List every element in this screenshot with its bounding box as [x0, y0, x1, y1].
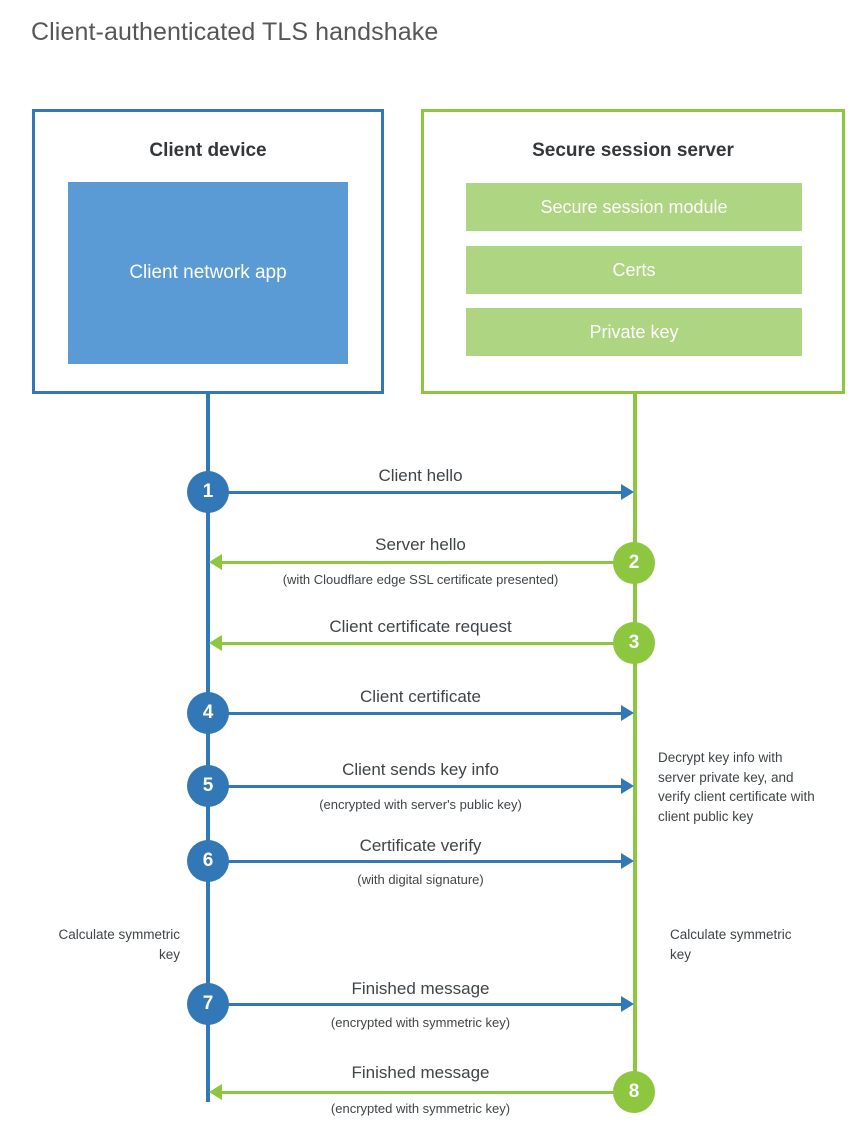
step-3-arrow-line [222, 642, 633, 645]
page-title: Client-authenticated TLS handshake [31, 18, 439, 46]
step-5-sublabel: (encrypted with server's public key) [319, 797, 522, 812]
step-4-label: Client certificate [360, 687, 481, 706]
step-2-sublabel: (with Cloudflare edge SSL certificate pr… [282, 572, 559, 587]
client-network-app-block: Client network app [68, 182, 348, 364]
step-8-arrow-line [222, 1091, 633, 1094]
step-6-label: Certificate verify [359, 836, 482, 855]
step-2-arrow-line [222, 561, 633, 564]
server-decrypt-annotation: Decrypt key info with server private key… [658, 750, 815, 824]
step-7-label: Finished message [351, 979, 490, 998]
server-item-private-key: Private key [466, 308, 802, 356]
step-8-arrow-head-left-icon [209, 1084, 222, 1100]
server-lifeline [633, 394, 637, 1094]
step-4-arrow-line [210, 712, 623, 715]
client-calculate-symmetric-key-annotation: Calculate symmetric key [58, 927, 180, 962]
server-calculate-symmetric-key-annotation: Calculate symmetric key [670, 927, 792, 962]
step-5-circle[interactable]: 5 [187, 765, 229, 807]
server-item-certs: Certs [466, 246, 802, 294]
step-2-arrow-head-left-icon [209, 554, 222, 570]
step-1-arrow-head-right-icon [621, 484, 634, 500]
step-5-arrow-line [210, 785, 623, 788]
step-2-circle[interactable]: 2 [613, 542, 655, 584]
step-7-arrow-head-right-icon [621, 996, 634, 1012]
step-6-sublabel: (with digital signature) [357, 872, 484, 887]
step-8-label: Finished message [351, 1063, 490, 1082]
step-4-circle[interactable]: 4 [187, 692, 229, 734]
step-6-circle[interactable]: 6 [187, 840, 229, 882]
step-8-sublabel: (encrypted with symmetric key) [330, 1101, 511, 1116]
step-3-arrow-head-left-icon [209, 635, 222, 651]
step-3-label: Client certificate request [329, 617, 512, 636]
step-1-circle[interactable]: 1 [187, 471, 229, 513]
secure-session-server-title: Secure session server [532, 140, 734, 161]
server-item-secure-session-module: Secure session module [466, 183, 802, 231]
step-4-arrow-head-right-icon [621, 705, 634, 721]
step-1-arrow-line [210, 491, 623, 494]
step-6-arrow-head-right-icon [621, 853, 634, 869]
client-device-box: Client device Client network app [32, 109, 384, 394]
step-1-label: Client hello [378, 466, 463, 485]
step-7-sublabel: (encrypted with symmetric key) [330, 1015, 511, 1030]
client-lifeline [206, 394, 210, 1102]
step-7-circle[interactable]: 7 [187, 983, 229, 1025]
step-7-arrow-line [210, 1003, 623, 1006]
step-3-circle[interactable]: 3 [613, 622, 655, 664]
step-5-label: Client sends key info [342, 760, 499, 779]
step-6-arrow-line [210, 860, 623, 863]
step-5-arrow-head-right-icon [621, 778, 634, 794]
step-8-circle[interactable]: 8 [613, 1071, 655, 1113]
step-2-label: Server hello [375, 535, 466, 554]
client-device-title: Client device [149, 140, 267, 161]
secure-session-server-box: Secure session server Secure session mod… [421, 109, 845, 394]
